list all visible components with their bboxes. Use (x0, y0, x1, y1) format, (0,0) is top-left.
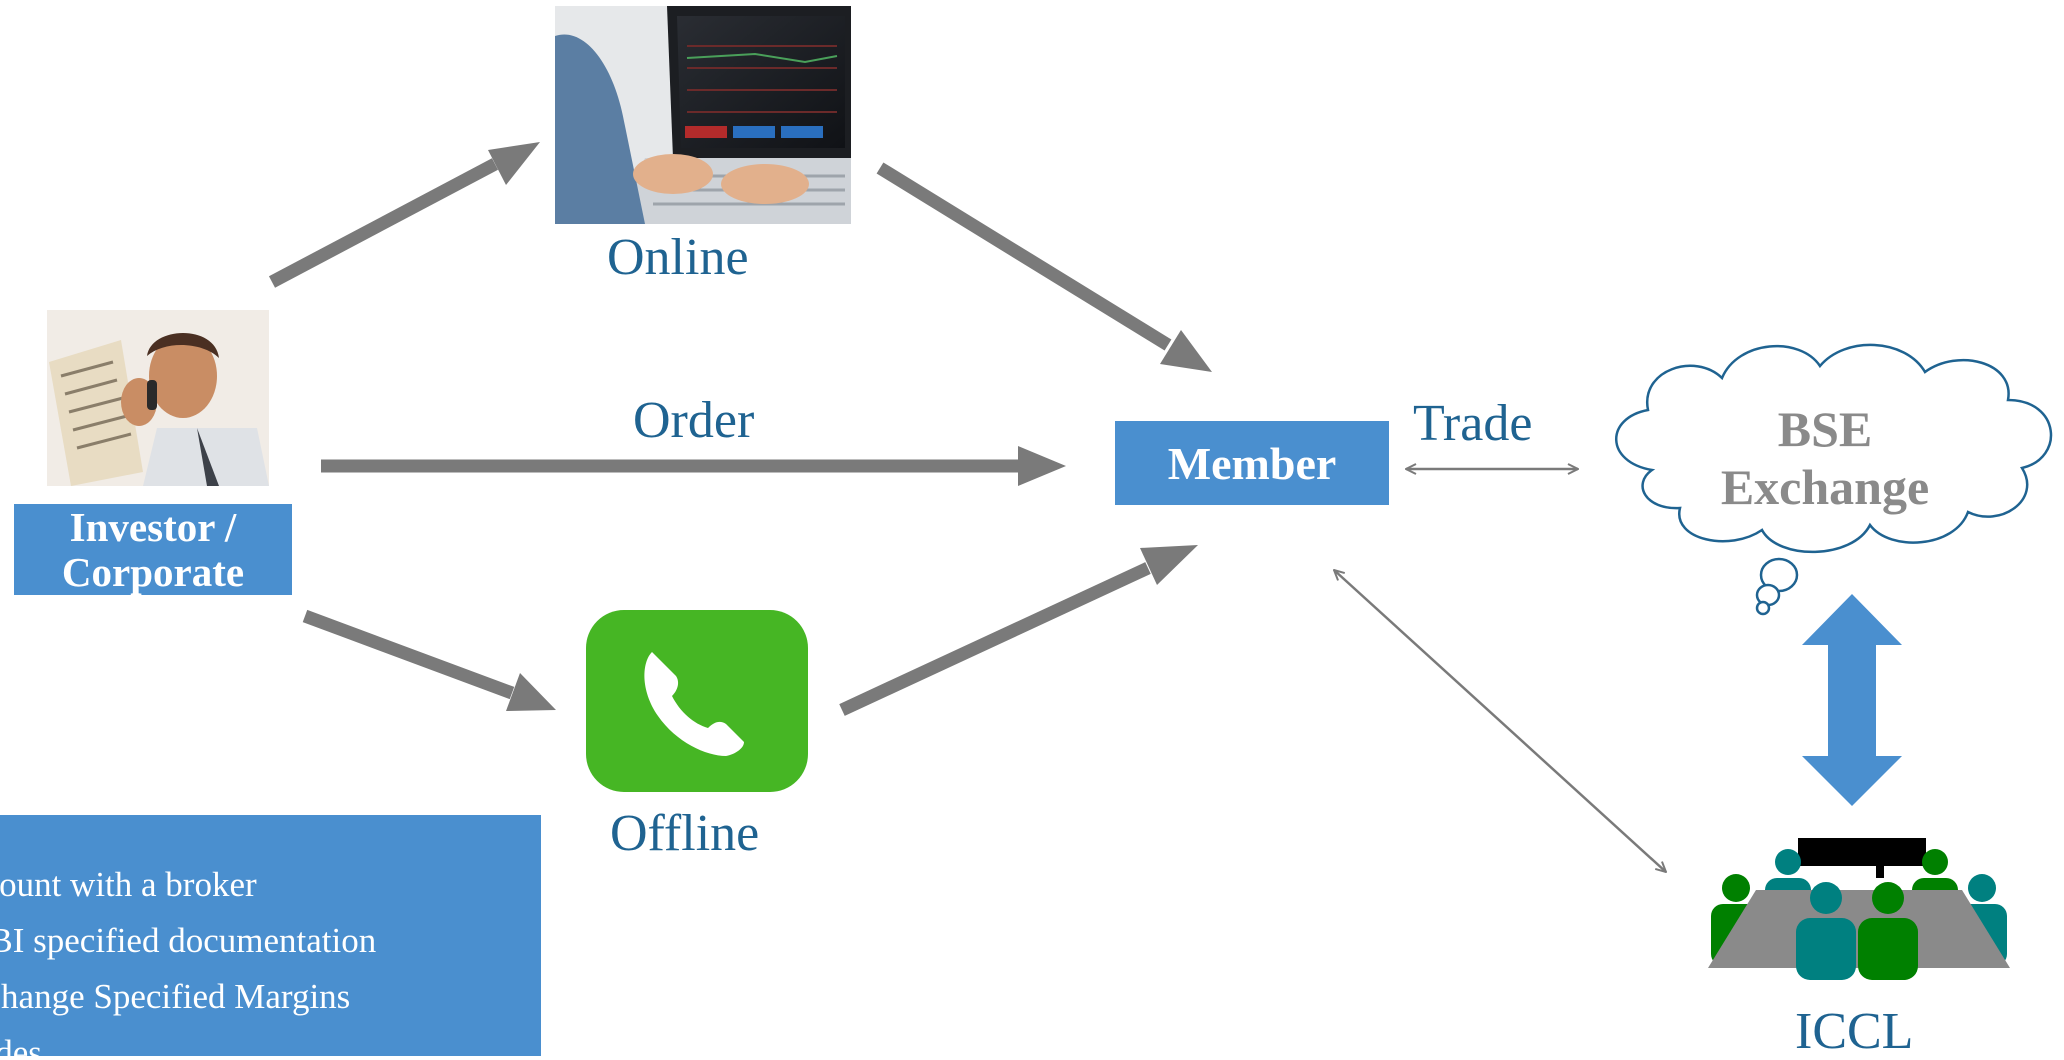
note-item: EBI specified documentation (0, 921, 377, 960)
requirements-list: ccount with a broker EBI specified docum… (0, 857, 376, 1056)
bse-cloud-shape (1615, 343, 2053, 616)
offline-label: Offline (610, 805, 760, 862)
bse-label-line1: BSE (1777, 401, 1873, 457)
note-item: ccount with a broker (0, 865, 257, 904)
online-label: Online (607, 229, 749, 286)
note-item: xchange Specified Margins (0, 977, 351, 1016)
iccl-meeting-icon (1708, 838, 2010, 980)
phone-app-icon (586, 610, 808, 792)
bse-iccl-double-arrow (1802, 594, 1902, 806)
member-node: Member (1115, 421, 1389, 505)
investor-label-line1: Investor / (69, 503, 237, 550)
order-label: Order (633, 392, 755, 449)
arrow-investor-to-online (268, 142, 540, 288)
requirements-notes-box: ccount with a broker EBI specified docum… (0, 815, 541, 1056)
investor-photo (47, 310, 269, 486)
arrow-investor-to-offline (302, 609, 556, 711)
arrow-order-investor-to-member (321, 446, 1066, 486)
iccl-label: ICCL (1795, 1003, 1914, 1060)
arrow-offline-to-member (839, 545, 1198, 716)
arrow-online-to-member (876, 162, 1212, 372)
bse-exchange-node: BSE Exchange (1660, 400, 1990, 516)
investor-label-line2: Corporate (61, 548, 245, 595)
note-item: rades (0, 1033, 42, 1056)
online-laptop-photo (555, 6, 851, 224)
arrow-member-iccl (1334, 570, 1666, 872)
bse-label-line2: Exchange (1720, 459, 1930, 515)
investor-corporate-node: Investor / Corporate (14, 504, 292, 595)
trade-label: Trade (1413, 395, 1533, 452)
